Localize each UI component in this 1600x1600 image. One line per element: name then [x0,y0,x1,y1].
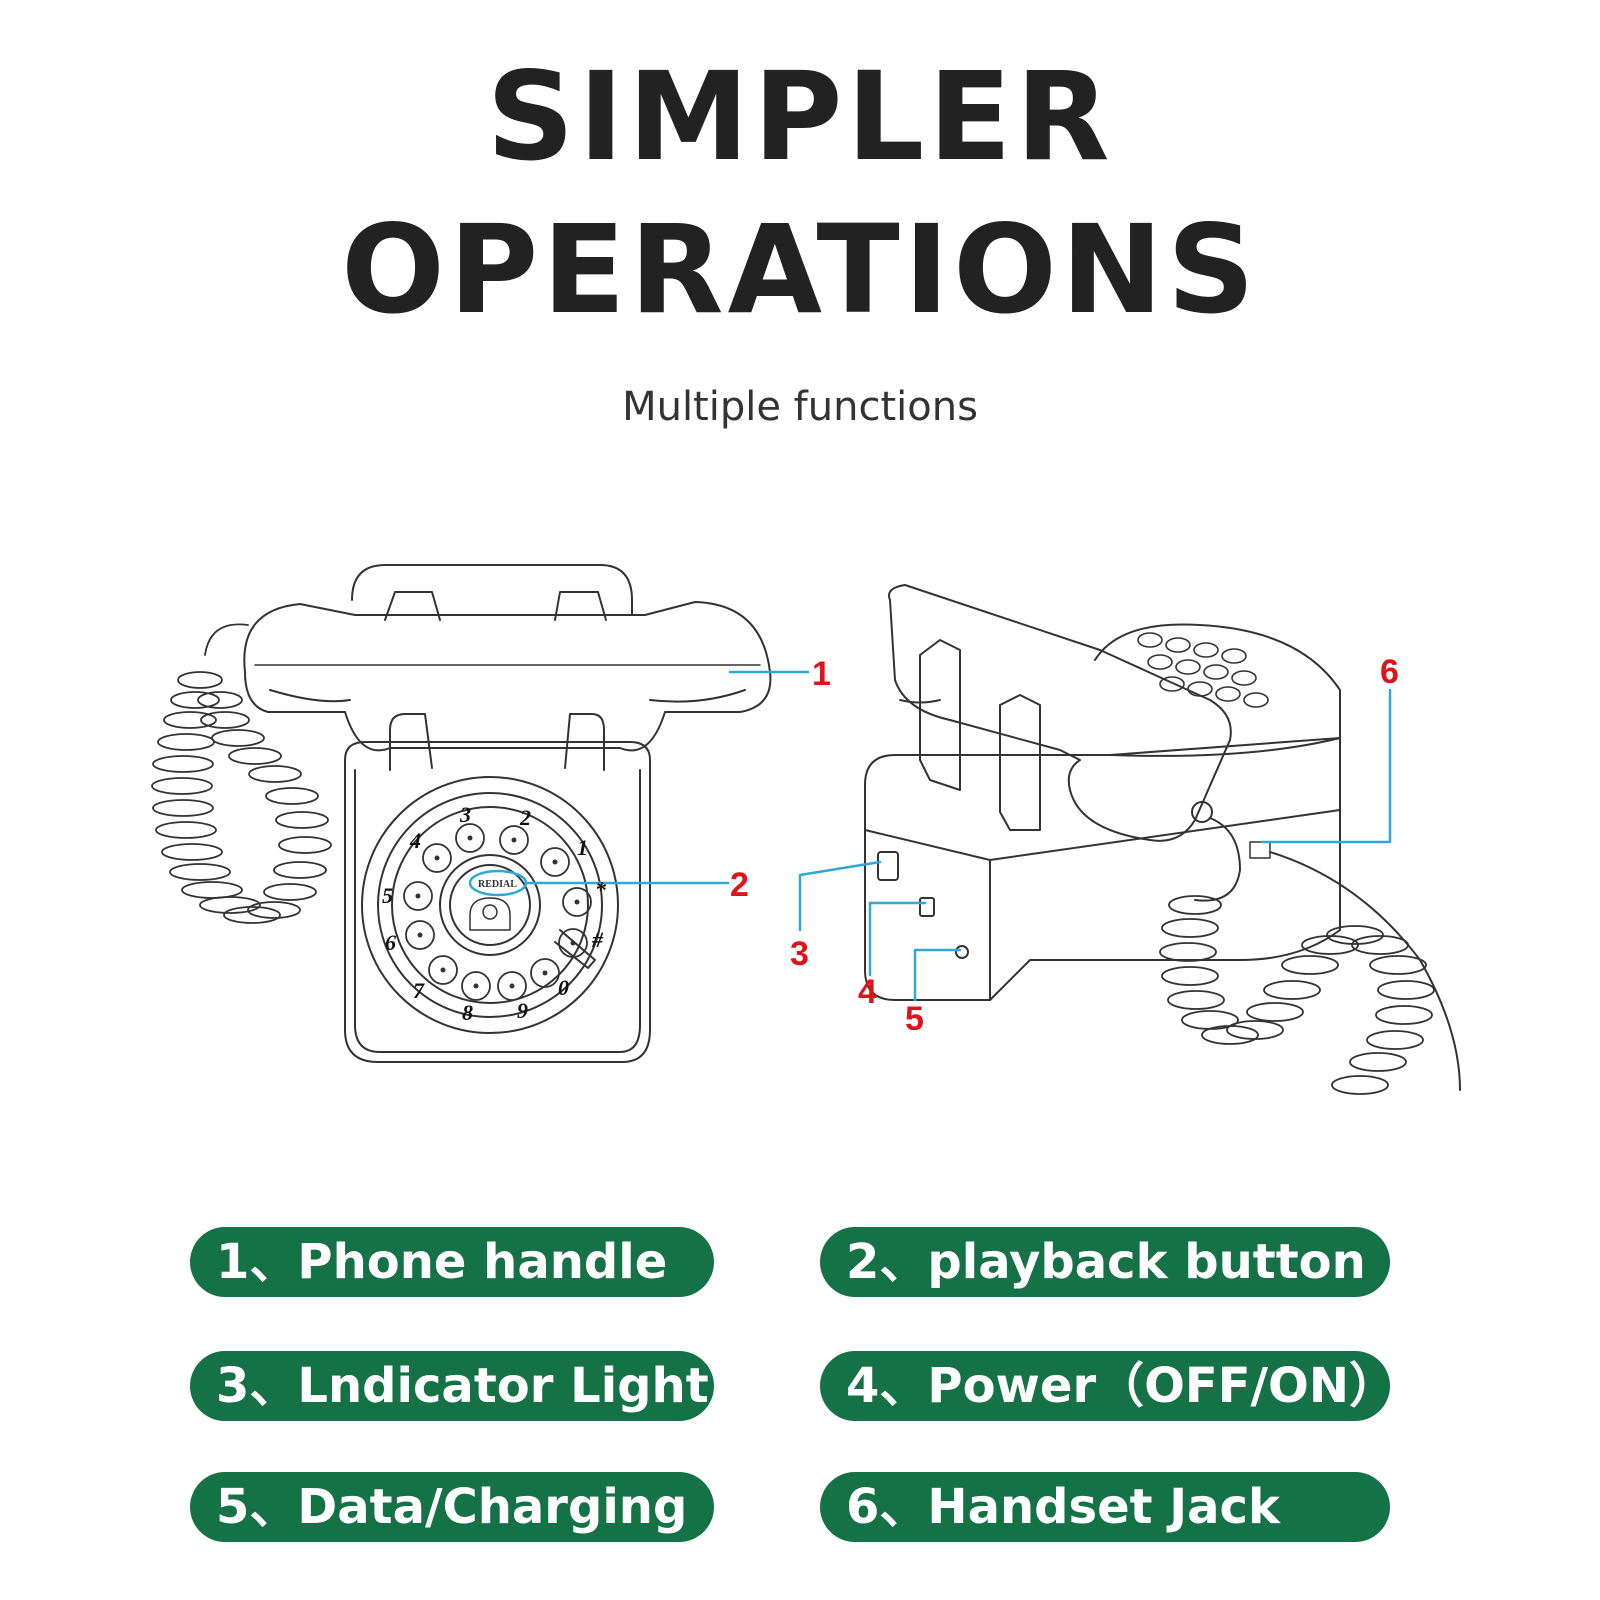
dial-number-4: 4 [409,828,421,853]
dial-number-6: 6 [385,930,396,955]
dial-number-0: 0 [558,975,569,1000]
callout-lines [468,670,1392,1002]
callout-2: 2 [730,866,749,904]
dial-star: * [595,877,607,902]
callout-1: 1 [812,655,831,693]
dial-numbers: 1 2 3 4 5 6 7 8 9 0 * # REDIAL [382,802,607,1025]
feature-pill-power: 4、Power（OFF/ON） [820,1351,1390,1421]
side-phone-illustration [864,584,1461,1095]
callout-4: 4 [858,973,877,1011]
feature-pill-data-charging: 5、Data/Charging [190,1472,714,1542]
coiled-cord-side [1159,895,1435,1095]
telephone-diagram: 1 2 3 4 5 6 7 8 9 0 * # REDIAL 1 2 3 4 5… [151,564,1461,1095]
dial-number-9: 9 [517,998,528,1023]
page-title-line-1: SIMPLER [486,46,1114,188]
dial-number-5: 5 [382,883,393,908]
callout-5: 5 [905,1000,924,1038]
feature-pill-phone-handle: 1、Phone handle [190,1227,714,1297]
feature-pill-indicator-light: 3、Lndicator Light [190,1351,714,1421]
front-phone-illustration [151,564,772,1063]
callout-numbers: 1 2 3 4 5 6 [730,653,1399,1038]
dial-redial-label: REDIAL [478,879,517,890]
dial-number-1: 1 [577,835,588,860]
feature-pill-handset-jack: 6、Handset Jack [820,1472,1390,1542]
dial-number-8: 8 [462,1000,473,1025]
coiled-cord-front [151,623,332,924]
callout-3: 3 [790,935,809,973]
dial-number-3: 3 [459,802,471,827]
page-subtitle: Multiple functions [622,384,978,430]
callout-6: 6 [1380,653,1399,691]
feature-pill-playback-button: 2、playback button [820,1227,1390,1297]
dial-number-2: 2 [519,805,531,830]
page-title-line-2: OPERATIONS [341,199,1259,341]
dial-number-7: 7 [413,978,425,1003]
dial-hash: # [591,927,604,952]
